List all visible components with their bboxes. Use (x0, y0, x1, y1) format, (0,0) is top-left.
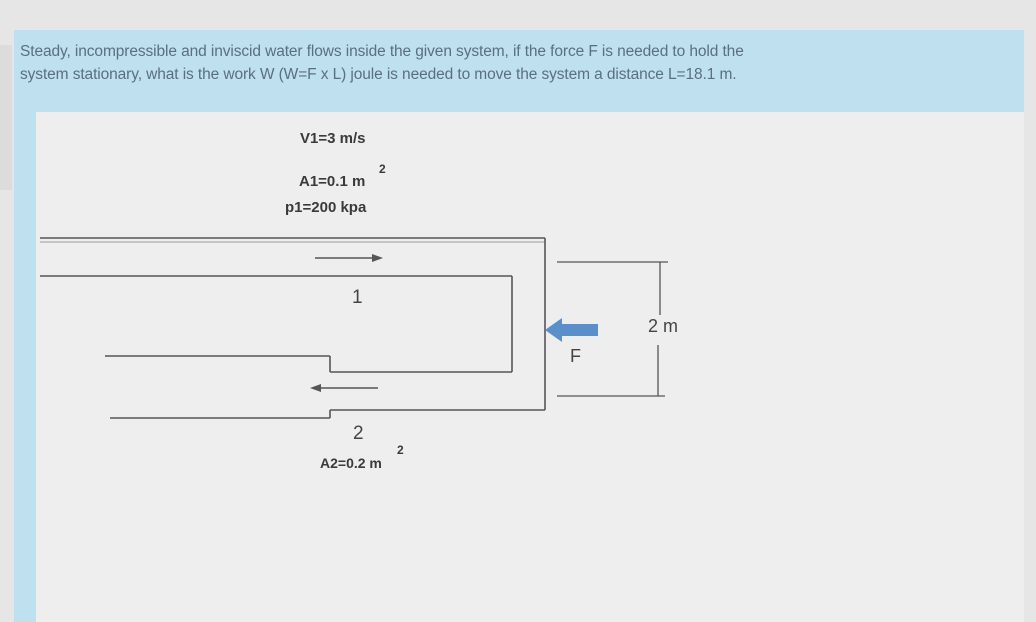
question-line-2: system stationary, what is the work W (W… (20, 66, 737, 83)
inlet-area-label: A1=0.1 m (299, 173, 366, 190)
inlet-flow-arrow-head (372, 254, 383, 262)
question-line-1: Steady, incompressible and inviscid wate… (20, 43, 744, 60)
outlet-area-label: A2=0.2 m (320, 455, 382, 471)
force-arrow (545, 318, 598, 342)
inlet-area-exponent: 2 (379, 162, 386, 176)
station-2-label: 2 (353, 423, 364, 444)
force-label: F (570, 346, 581, 366)
left-strip (0, 45, 12, 190)
question-text: Steady, incompressible and inviscid wate… (20, 40, 1010, 86)
outlet-area-exponent: 2 (397, 443, 404, 457)
inlet-velocity-label: V1=3 m/s (300, 130, 366, 147)
height-dimension-label: 2 m (648, 316, 679, 336)
station-1-label: 1 (352, 287, 363, 308)
inlet-pressure-label: p1=200 kpa (285, 199, 367, 216)
outlet-flow-arrow-head (310, 384, 321, 392)
figure-area (36, 112, 1024, 622)
